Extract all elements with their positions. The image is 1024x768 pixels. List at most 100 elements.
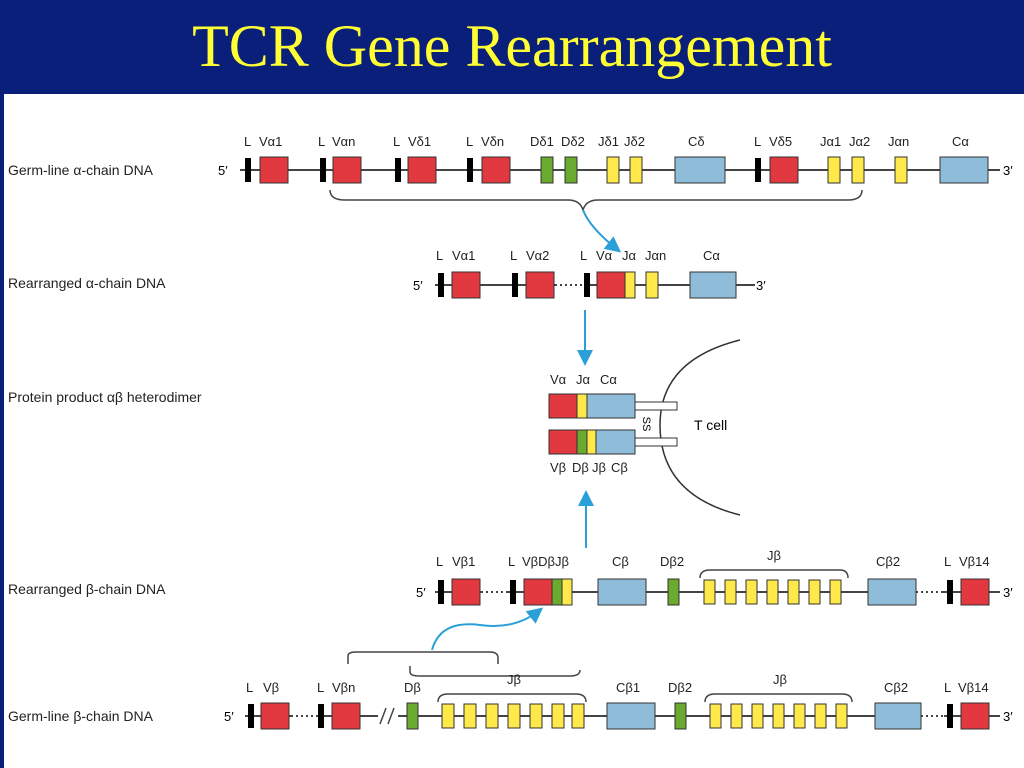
j-segment <box>827 156 841 184</box>
j-segment <box>551 703 565 729</box>
brace <box>409 666 581 677</box>
label: L <box>580 248 587 263</box>
j-segment <box>808 579 821 605</box>
v-segment <box>332 156 362 184</box>
title-bar <box>0 0 1024 94</box>
t-cell-label: T cell <box>694 417 727 433</box>
v-segment <box>960 702 990 730</box>
v-segment <box>259 156 289 184</box>
label: Dβ <box>572 460 589 475</box>
d-beta-domain <box>576 429 588 455</box>
label: L <box>244 134 251 149</box>
row-label-germline-alpha: Germ-line α-chain DNA <box>8 162 154 178</box>
label: L <box>466 134 473 149</box>
leader-segment <box>467 158 473 182</box>
label: Vδ5 <box>769 134 792 149</box>
label: Jδ2 <box>624 134 645 149</box>
break-mark <box>379 707 387 725</box>
c-segment <box>689 271 737 299</box>
j-segment <box>766 579 779 605</box>
five-prime-end: 5′ <box>416 585 426 600</box>
row-label-germline-beta: Germ-line β-chain DNA <box>8 708 154 724</box>
leader-segment <box>248 704 254 728</box>
label: L <box>944 680 951 695</box>
j-segment <box>441 703 455 729</box>
d-segment <box>551 578 563 606</box>
rearrangement-arrow <box>431 607 544 651</box>
slide-title: TCR Gene Rearrangement <box>192 13 832 79</box>
j-segment <box>709 703 722 729</box>
c-segment <box>606 702 656 730</box>
disulfide-label: SS <box>640 417 652 432</box>
label: Jβ <box>767 548 781 563</box>
v-segment <box>960 578 990 606</box>
break-mark <box>387 707 395 725</box>
label: Vδ1 <box>408 134 431 149</box>
v-segment <box>481 156 511 184</box>
label: Jβ <box>773 672 787 687</box>
label: L <box>754 134 761 149</box>
label: Dδ2 <box>561 134 585 149</box>
j-segment <box>751 703 764 729</box>
c-alpha-domain <box>586 393 636 419</box>
label: Cδ <box>688 134 705 149</box>
label: Cβ <box>612 554 629 569</box>
label: Cβ <box>611 460 628 475</box>
rearrangement-arrow <box>582 209 622 253</box>
label: L <box>393 134 400 149</box>
label: Jα <box>576 372 591 387</box>
j-segment <box>571 703 585 729</box>
j-segment <box>814 703 827 729</box>
brace <box>329 189 863 213</box>
alpha-tail <box>634 401 678 411</box>
label: Cβ2 <box>884 680 908 695</box>
c-segment <box>939 156 989 184</box>
label: Vα <box>596 248 613 263</box>
leader-segment <box>947 580 953 604</box>
rearranged-alpha-row: 5′ 3′ L Vα1 L Vα2 L Vα Jα Jαn Cα <box>413 248 766 366</box>
j-segment <box>529 703 543 729</box>
label: Jα1 <box>820 134 841 149</box>
label: Jβ <box>507 672 521 687</box>
label: Vα <box>550 372 567 387</box>
label: Vα2 <box>526 248 549 263</box>
three-prime-end: 3′ <box>756 278 766 293</box>
label: Vα1 <box>259 134 282 149</box>
label: Cα <box>703 248 720 263</box>
label: L <box>944 554 951 569</box>
j-segment <box>463 703 477 729</box>
label: Vαn <box>332 134 355 149</box>
j-segment <box>485 703 499 729</box>
v-segment <box>407 156 437 184</box>
three-prime-end: 3′ <box>1003 709 1013 724</box>
d-segment <box>406 702 419 730</box>
v-segment <box>260 702 290 730</box>
v-alpha-domain <box>548 393 578 419</box>
frame-left-edge <box>0 94 4 768</box>
label: Vβ <box>263 680 279 695</box>
label: Vβ1 <box>452 554 475 569</box>
leader-segment <box>320 158 326 182</box>
j-segment <box>624 271 636 299</box>
brace <box>699 569 849 579</box>
label: Dβ2 <box>660 554 684 569</box>
label: VβDβJβ <box>522 554 569 569</box>
leader-segment <box>395 158 401 182</box>
v-segment <box>523 578 553 606</box>
label: Vα1 <box>452 248 475 263</box>
label: L <box>318 134 325 149</box>
five-prime-end: 5′ <box>224 709 234 724</box>
five-prime-end: 5′ <box>218 163 228 178</box>
v-segment <box>331 702 361 730</box>
c-beta-domain <box>595 429 636 455</box>
leader-segment <box>512 273 518 297</box>
j-segment <box>703 579 716 605</box>
three-prime-end: 3′ <box>1003 585 1013 600</box>
label: L <box>317 680 324 695</box>
j-segment <box>507 703 521 729</box>
c-segment <box>874 702 922 730</box>
j-segment <box>645 271 659 299</box>
three-prime-end: 3′ <box>1003 163 1013 178</box>
germline-alpha-row: 5′ 3′ L Vα1 L Vαn L Vδ1 L Vδn Dδ1 Dδ <box>218 134 1013 253</box>
j-segment <box>772 703 785 729</box>
